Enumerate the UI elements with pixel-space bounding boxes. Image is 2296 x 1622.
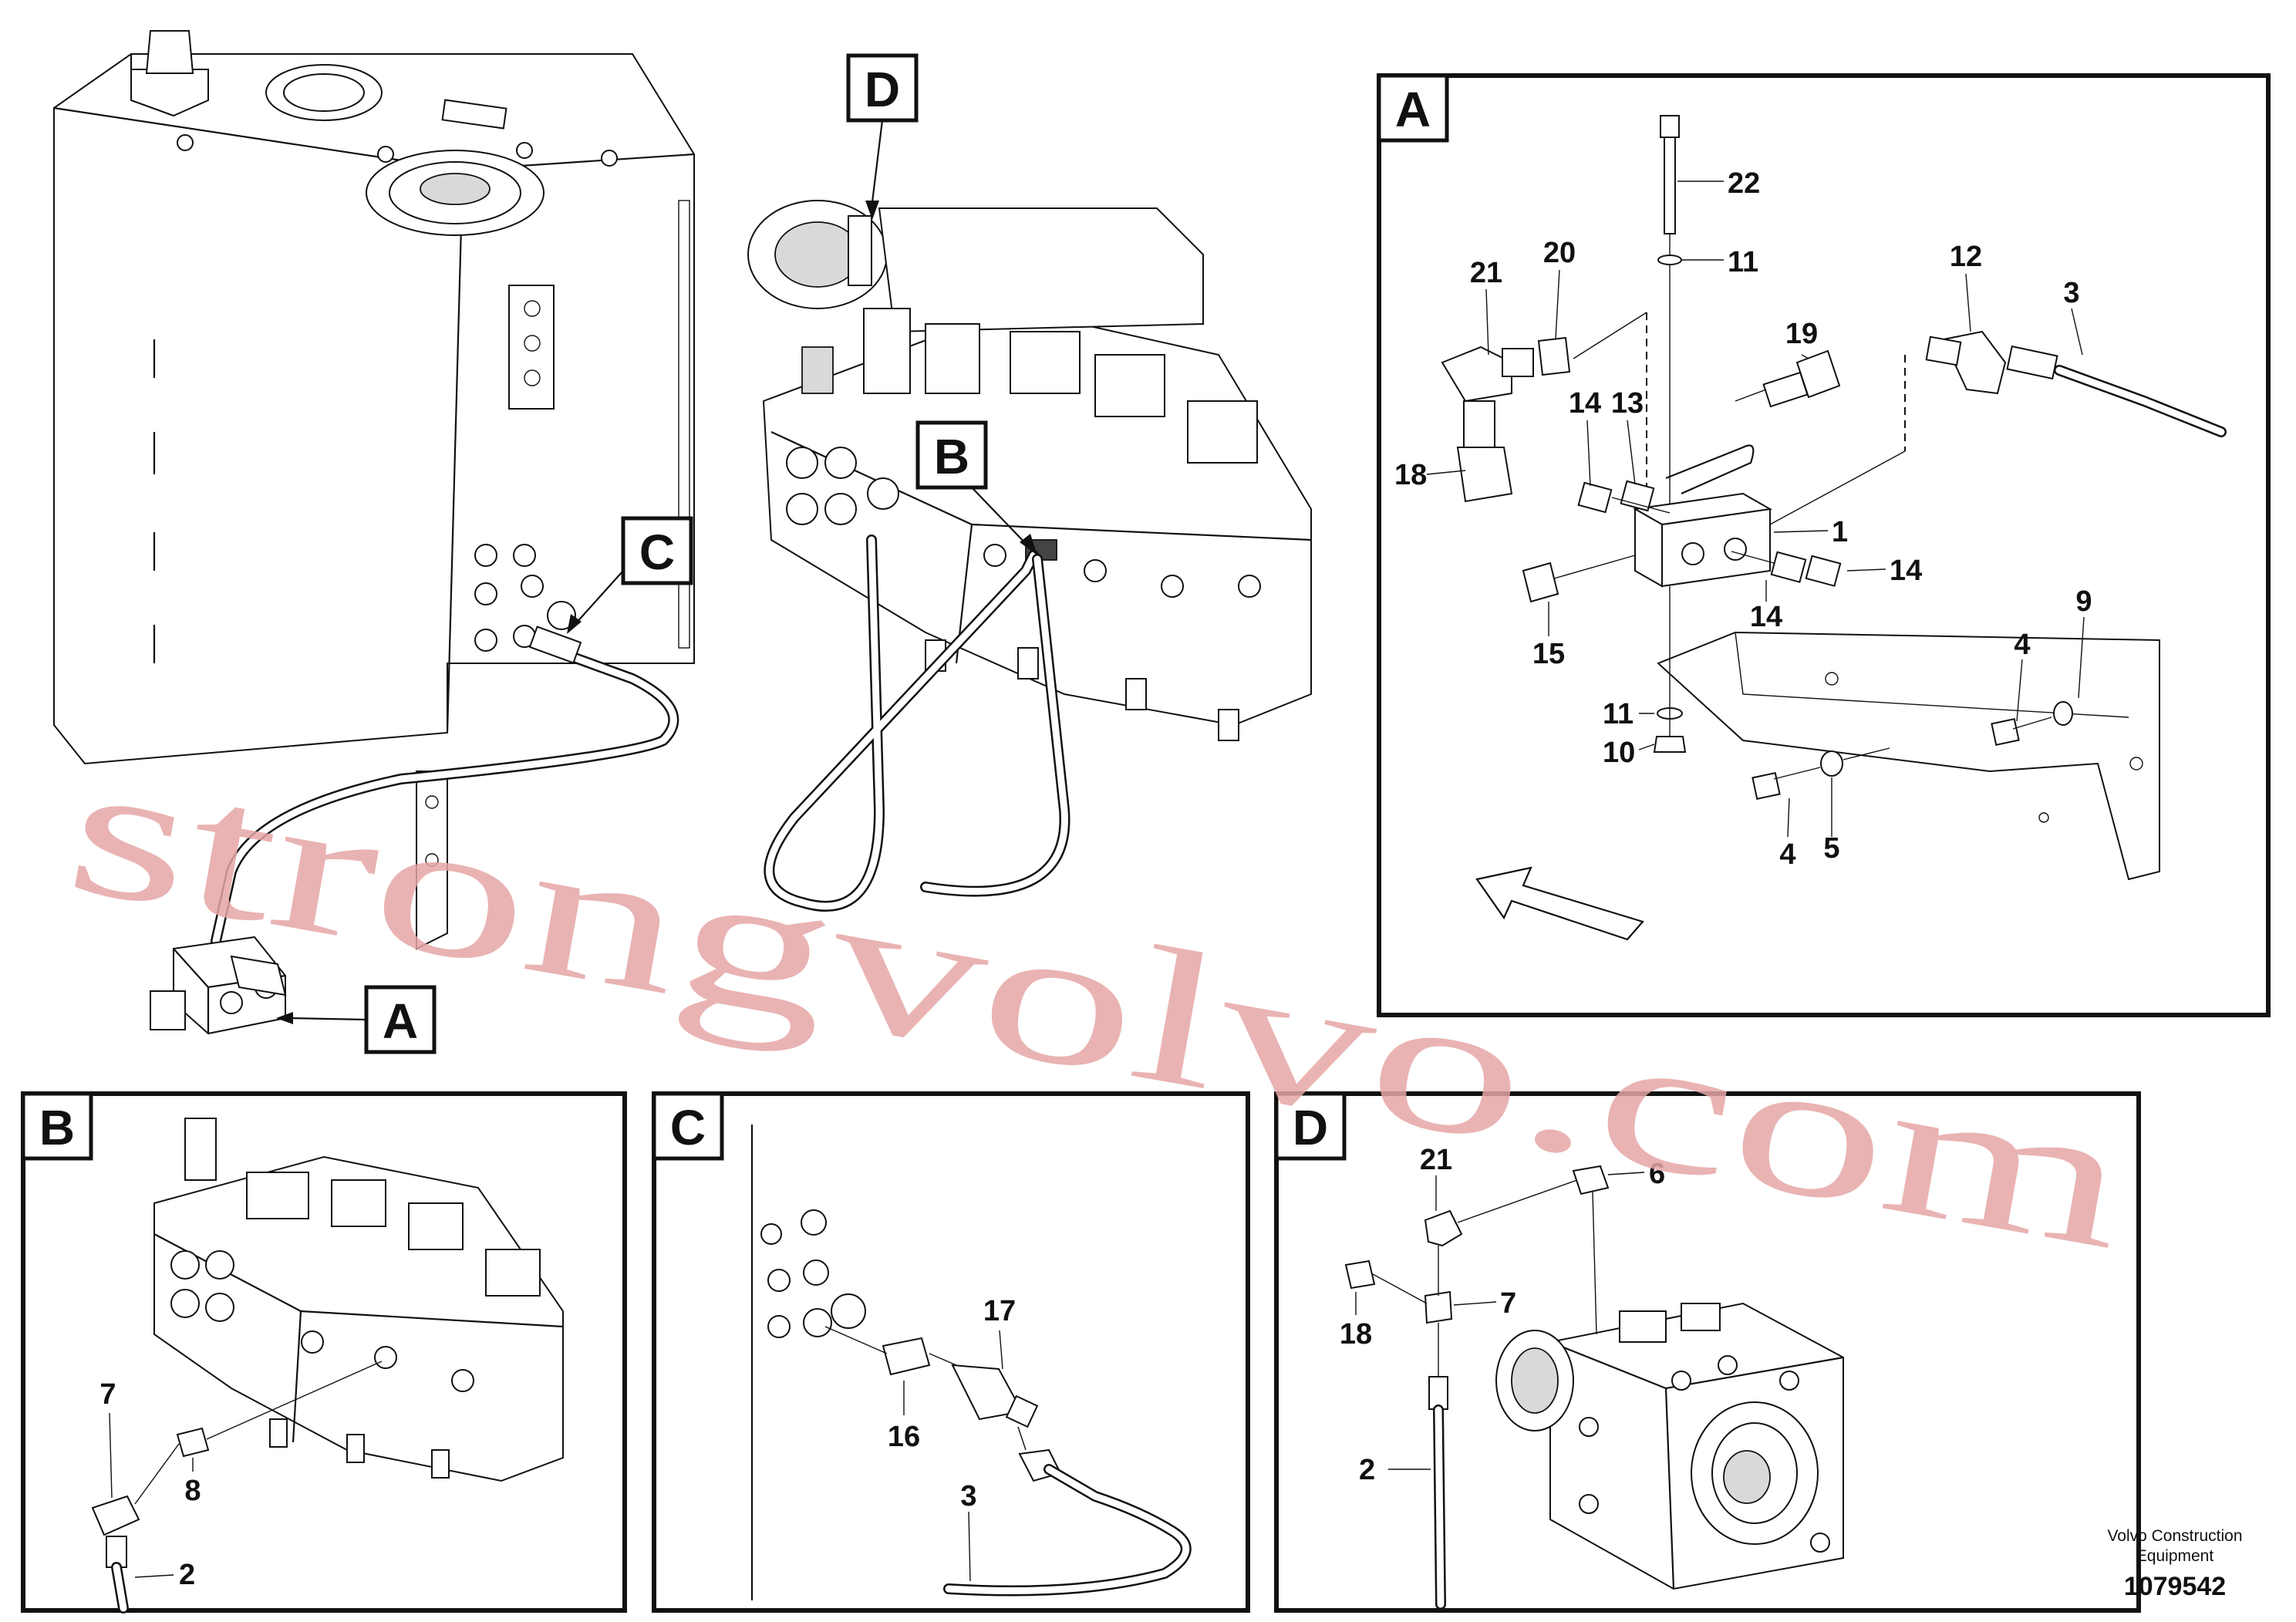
drawing-number: 1079542 bbox=[2124, 1572, 2226, 1601]
tag-a-main: A bbox=[383, 993, 418, 1049]
tag-frame-c-main bbox=[621, 516, 693, 585]
detail-d-label-2: 2 bbox=[1359, 1454, 1375, 1486]
detail-b-tag-frame bbox=[21, 1091, 93, 1161]
drawing-footer: Volvo Construction Equipment 1079542 bbox=[2107, 1527, 2242, 1601]
tag-frame-a-main bbox=[364, 985, 437, 1054]
detail-d-tag: D bbox=[1293, 1100, 1328, 1155]
detail-a-label-13: 13 bbox=[1611, 387, 1644, 420]
detail-d-label-7: 7 bbox=[1500, 1287, 1516, 1320]
detail-b-panel: B 7 8 2 bbox=[21, 1091, 627, 1614]
detail-a-label-14-low: 14 bbox=[1750, 601, 1782, 633]
detail-c-tag: C bbox=[670, 1100, 706, 1155]
detail-c-label-17: 17 bbox=[983, 1295, 1016, 1327]
publisher-line-2: Equipment bbox=[2136, 1547, 2214, 1565]
detail-a-label-14-top: 14 bbox=[1569, 387, 1601, 420]
detail-d-label-6: 6 bbox=[1649, 1158, 1665, 1190]
detail-a-label-4-lower: 4 bbox=[1779, 838, 1795, 871]
detail-a-label-4-upper: 4 bbox=[2014, 629, 2030, 661]
detail-a-label-21: 21 bbox=[1470, 257, 1502, 289]
detail-b-tag: B bbox=[39, 1100, 75, 1155]
detail-b-label-8: 8 bbox=[184, 1475, 201, 1507]
tag-c-main: C bbox=[639, 524, 675, 580]
detail-a-tag-frame bbox=[1377, 73, 1449, 143]
detail-c-label-16: 16 bbox=[888, 1421, 920, 1453]
detail-d-tag-frame bbox=[1274, 1091, 1347, 1161]
detail-b-label-2: 2 bbox=[179, 1559, 195, 1591]
detail-a-panel: A bbox=[1377, 73, 2271, 1017]
detail-c-tag-frame bbox=[652, 1091, 724, 1161]
detail-a-label-22: 22 bbox=[1728, 167, 1760, 200]
detail-a-label-14-right: 14 bbox=[1890, 555, 1922, 587]
detail-d-label-21: 21 bbox=[1420, 1144, 1452, 1176]
tag-frame-d-main bbox=[846, 53, 919, 123]
detail-c-label-3: 3 bbox=[960, 1480, 976, 1512]
tag-frame-b-main bbox=[915, 420, 988, 490]
detail-a-label-11-low: 11 bbox=[1603, 698, 1633, 730]
hydraulic-tank bbox=[53, 30, 695, 950]
detail-a-label-18: 18 bbox=[1394, 459, 1427, 491]
detail-a-label-19: 19 bbox=[1785, 318, 1818, 350]
detail-a-label-15: 15 bbox=[1532, 638, 1565, 670]
tag-b-main: B bbox=[934, 429, 969, 484]
detail-b-label-7: 7 bbox=[99, 1378, 116, 1411]
tag-d-main: D bbox=[865, 62, 900, 117]
detail-c-panel: C 17 16 3 bbox=[652, 1091, 1250, 1613]
detail-a-label-12: 12 bbox=[1950, 241, 1982, 273]
detail-d-label-18: 18 bbox=[1340, 1318, 1372, 1351]
detail-a-label-9: 9 bbox=[2075, 585, 2092, 618]
detail-a-label-3: 3 bbox=[2063, 277, 2079, 309]
publisher-line-1: Volvo Construction bbox=[2107, 1527, 2242, 1545]
detail-d-panel: D 21 6 7 bbox=[1274, 1091, 2141, 1613]
detail-a-label-11: 11 bbox=[1728, 246, 1758, 278]
detail-a-tag: A bbox=[1395, 82, 1431, 137]
detail-a-label-1: 1 bbox=[1832, 516, 1848, 548]
main-callout-tags: D B C A bbox=[276, 53, 1037, 1054]
detail-a-label-20: 20 bbox=[1543, 237, 1576, 269]
control-valve-assembly bbox=[747, 200, 1312, 741]
detail-a-label-10: 10 bbox=[1603, 737, 1635, 769]
detail-a-label-5: 5 bbox=[1823, 832, 1839, 865]
